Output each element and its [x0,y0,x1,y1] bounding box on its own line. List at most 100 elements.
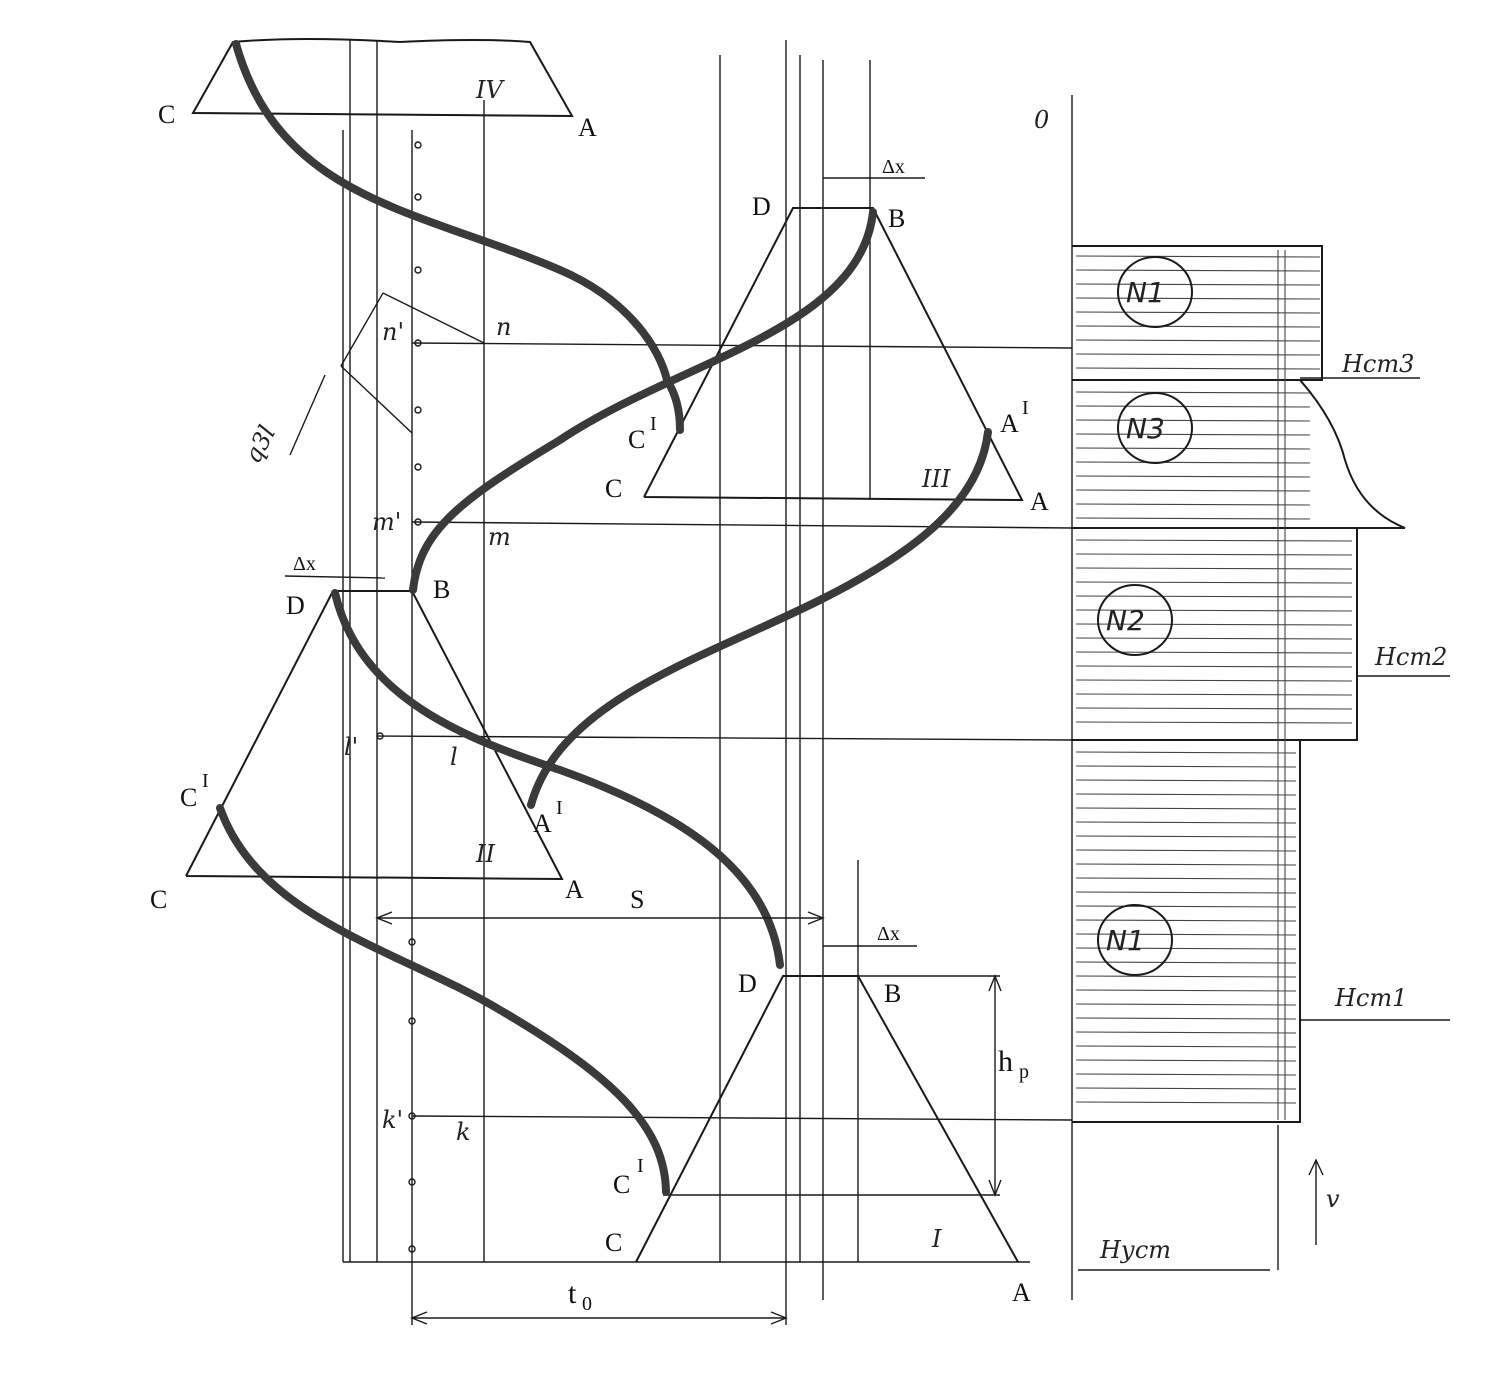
hatch-line [1075,679,1353,682]
helix-iii-to-a [527,428,992,809]
vertical-guides [342,40,1073,1325]
hatch-line [1075,961,1297,964]
hatch-line [1075,933,1297,936]
mark-l: l [450,743,458,771]
hatch-line [1075,863,1297,866]
label-d-ii: D [286,591,305,620]
label-c-iii: C [605,474,622,503]
label-b-iii: B [888,204,905,233]
hatch-line [1075,1059,1297,1062]
hatch-line [1075,283,1321,286]
hatch-line [1075,665,1353,668]
hatch-line [1075,877,1297,880]
hatch-line [1075,1045,1297,1048]
label-a-iii: A [1030,487,1049,516]
hatch-line [1075,581,1353,584]
label-a-prime-iii-sup: I [1022,397,1029,419]
hatch-line [1075,693,1353,696]
label-c-iv: C [158,100,175,129]
hatch-line [1075,707,1353,710]
helix-iii-rise [409,208,877,594]
section-i-trapezoid [635,975,1019,1263]
mark-k-prime: k' [382,1106,403,1134]
hatch-line [1075,623,1353,626]
zone-n1-bottom: N1 [1106,924,1145,957]
label-a-prime-ii: A [533,809,552,838]
zone-n1-top: N1 [1126,276,1165,309]
label-b-ii: B [433,575,450,604]
label-t0-sub: 0 [582,1293,592,1315]
label-c-prime-i: C [613,1170,630,1199]
label-dx-mid: Δx [293,553,316,575]
section-ii-trapezoid [185,590,564,881]
mark-q3l: q3l [239,421,282,468]
hatch-line [1075,651,1353,654]
hatch-line [1075,849,1297,852]
zone-h-ust: Hуст [1099,1236,1171,1264]
zone-circles [1097,256,1193,976]
mark-n-prime: n' [382,318,404,346]
mark-n: n [496,313,511,341]
hatch-line [1075,905,1297,908]
hatch-line [1075,461,1311,464]
hatch-line [1075,779,1297,782]
zone-h-st3: Hст3 [1341,350,1414,378]
hatch-line [1075,475,1311,478]
helix-top-tail [663,376,684,434]
label-dx-bottom: Δx [877,923,900,945]
section-iii-trapezoid [643,207,1024,502]
zone-h-st1: Hст1 [1334,984,1407,1012]
label-c-i: C [605,1228,622,1257]
hatch-line [1075,567,1353,570]
hatch-line [1075,489,1311,492]
hatch-line [1075,1087,1297,1090]
label-a-prime-ii-sup: I [556,797,563,819]
label-d-iii: D [752,192,771,221]
label-b-i: B [884,979,901,1008]
hatch-line [1075,447,1311,450]
hatch-line [1075,325,1321,328]
hatch-line [1075,419,1311,422]
q3l-construction [289,292,485,456]
label-a-iv: A [578,113,597,142]
hatch-line [1075,367,1321,370]
label-c-prime-ii-sup: I [202,770,209,792]
hatch-line [1075,765,1297,768]
hatch-line [1075,405,1311,408]
hatch-line [1075,821,1297,824]
zone-stack [1072,245,1406,1123]
hatch-line [1075,391,1311,394]
hatch-line [1075,553,1353,556]
hatch-line [1075,807,1297,810]
zone-v: v [1326,1185,1340,1213]
hatch-line [1075,297,1321,300]
hatch-line [1075,269,1321,272]
hatch-line [1075,793,1297,796]
label-s: S [630,885,644,914]
dimension-lines [284,177,1002,1325]
label-a-prime-iii: A [1000,409,1019,438]
helix-top-down [232,40,671,384]
hatch-line [1075,751,1297,754]
label-section-i: I [931,1225,942,1253]
label-t0: t [568,1277,577,1310]
hatch-line [1075,1031,1297,1034]
hatch-line [1075,947,1297,950]
label-c-ii: C [150,885,167,914]
hatch-line [1075,721,1353,724]
zone-n2: N2 [1106,604,1145,637]
label-section-iv: IV [475,76,505,104]
hatch-line [1075,637,1353,640]
hatch-line [1075,919,1297,922]
hatch-line [1075,255,1321,258]
hatch-line [1075,1017,1297,1020]
hatch-line [1075,1073,1297,1076]
hatch-line [1075,609,1353,612]
label-d-i: D [738,969,757,998]
helix-bottom-down [216,804,670,1196]
h-st-arrows [1078,377,1450,1271]
label-hp-sub: p [1019,1061,1029,1083]
hatch-line [1075,353,1321,356]
label-c-prime-ii: C [180,783,197,812]
